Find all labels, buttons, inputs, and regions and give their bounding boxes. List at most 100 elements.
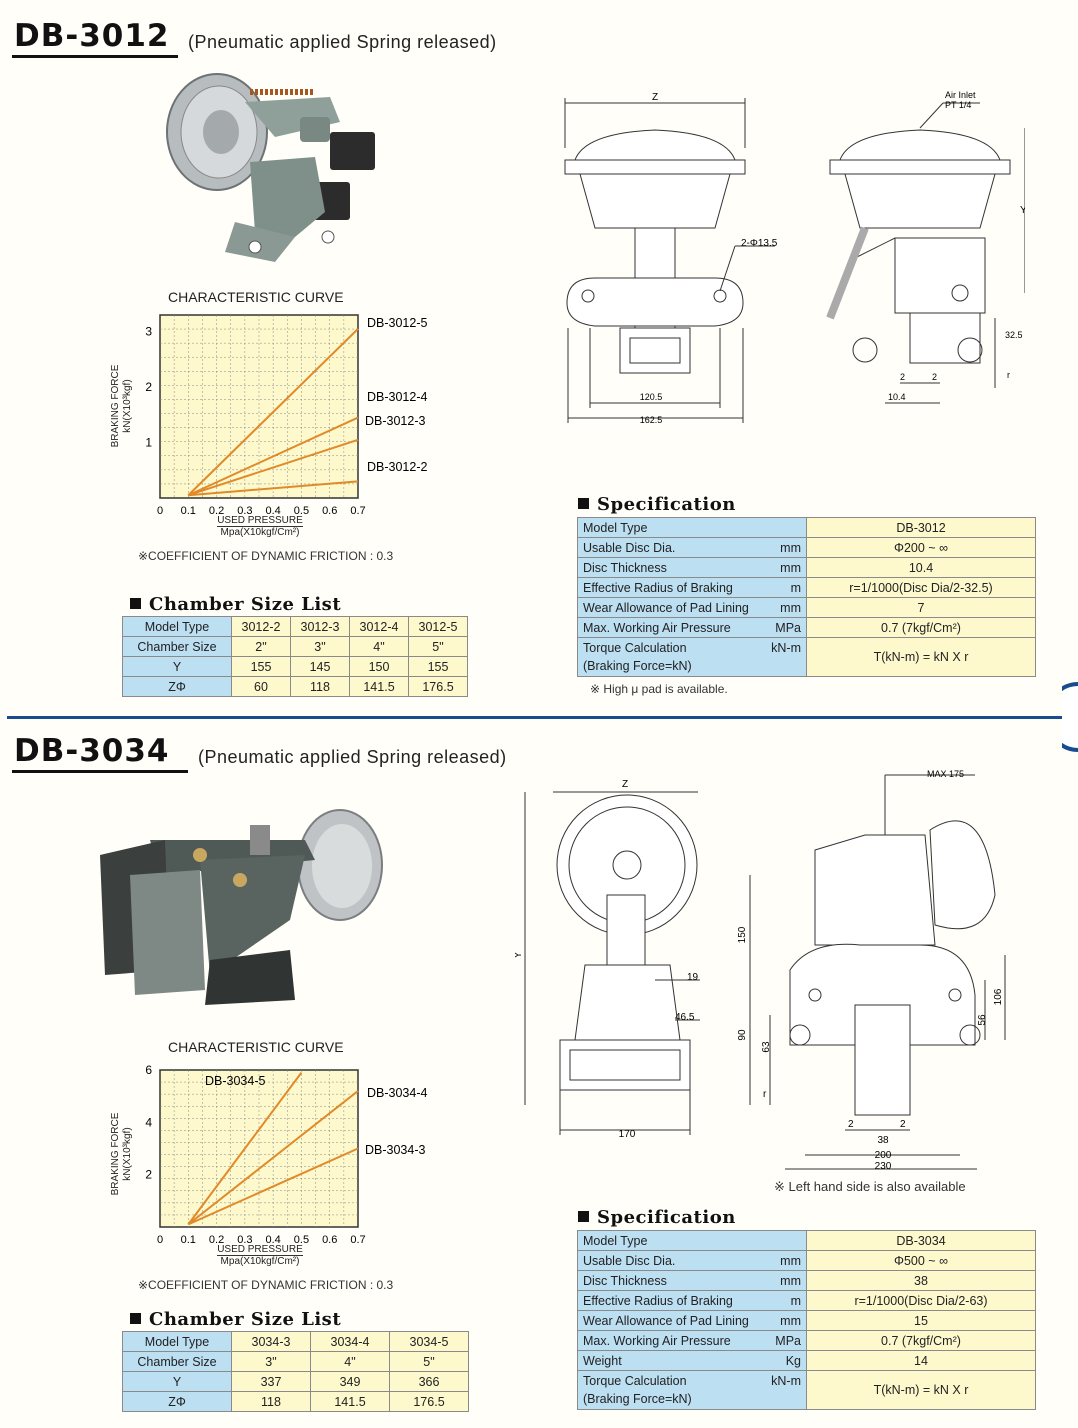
x-tick-label: 0.3 — [237, 505, 252, 517]
dim-hole-label: 2-Φ13.5 — [741, 238, 778, 249]
series-line — [187, 438, 359, 497]
table-row: Y 337 349 366 — [122, 1371, 469, 1392]
spec-unit: mm — [780, 1273, 801, 1288]
spec-label: (Braking Force=kN) — [583, 659, 692, 673]
x-axis-label-line1: USED PRESSURE — [217, 1244, 303, 1256]
y-tick-label: 2 — [145, 380, 152, 394]
chamber-size-title: Chamber Size List — [130, 594, 341, 615]
y-tick-label: 6 — [145, 1063, 152, 1077]
table-cell: 141.5 — [310, 1391, 390, 1412]
x-axis-label: USED PRESSURE Mpa(X10kgf/Cm²) — [205, 1244, 315, 1267]
model-title-db3034: DB-3034 — [14, 733, 170, 769]
y-tick-label: 2 — [145, 1168, 152, 1182]
table-cell: 155 — [231, 656, 291, 677]
dim-38-label: 38 — [877, 1135, 889, 1146]
square-bullet-icon — [578, 1211, 589, 1222]
model-subtitle: (Pneumatic applied Spring released) — [198, 747, 507, 767]
chamber-size-table-db3012: Model Type 3012-2 3012-3 3012-4 3012-5 C… — [122, 616, 468, 697]
table-cell: 60 — [231, 676, 291, 697]
spec-value: 10.4 — [806, 557, 1036, 578]
dim-width2-label: 162.5 — [640, 415, 663, 425]
table-cell: 3" — [231, 1351, 311, 1372]
dim-z-label: Z — [622, 779, 628, 790]
spec-label: Wear Allowance of Pad Lining — [583, 1313, 749, 1328]
table-cell: Chamber Size — [122, 636, 232, 657]
y-tick-label: 3 — [145, 325, 152, 339]
table-cell: ZΦ — [122, 676, 232, 697]
dim-2b-label: 2 — [932, 372, 937, 382]
spec-value: T(kN-m) = kN X r — [806, 637, 1036, 677]
spec-value: 0.7 (7kgf/Cm²) — [806, 1330, 1036, 1351]
dim-y-label: Y — [515, 951, 524, 958]
spec-value: T(kN-m) = kN X r — [806, 1370, 1036, 1410]
spec-label: Effective Radius of Braking — [583, 1293, 733, 1308]
x-axis-label: USED PRESSURE Mpa(X10kgf/Cm²) — [205, 515, 315, 538]
technical-drawing-db3012: Z 2-Φ13.5 120.5 162.5 Air Inlet PT 1/4 Y… — [564, 90, 1025, 425]
dim-46-5-label: 46.5 — [675, 1012, 695, 1023]
dim-z-label: Z — [652, 92, 658, 103]
square-bullet-icon — [130, 598, 141, 609]
series-label: DB-3012-3 — [365, 414, 425, 428]
table-cell: 3012-3 — [290, 616, 350, 637]
spec-value: 38 — [806, 1270, 1036, 1291]
table-cell: 3012-4 — [349, 616, 409, 637]
series-line — [187, 1090, 359, 1226]
series-label: DB-3034-5 — [205, 1074, 265, 1088]
spec-label: Torque Calculation — [583, 641, 687, 655]
series-line — [187, 416, 359, 497]
table-cell: Y — [122, 656, 232, 677]
series-label: DB-3012-2 — [367, 460, 427, 474]
dim-2a-label: 2 — [848, 1119, 854, 1130]
x-tick-label: 0.5 — [294, 505, 309, 517]
x-axis-label-line2: Mpa(X10kgf/Cm²) — [220, 1256, 300, 1267]
dim-90-label: 90 — [737, 1029, 748, 1041]
dim-r-label: r — [763, 1089, 767, 1100]
spec-label-cell: Usable Disc Dia.mm — [577, 1250, 807, 1271]
table-row: Chamber Size 2" 3" 4" 5" — [122, 636, 468, 657]
spec-label: Model Type — [583, 520, 648, 535]
table-cell: 5" — [408, 636, 468, 657]
chart-grid — [159, 314, 359, 499]
x-tick-label: 0.6 — [322, 505, 337, 517]
spec-label: Weight — [583, 1353, 622, 1368]
square-bullet-icon — [578, 498, 589, 509]
y-axis-label-line1: BRAKING FORCE — [110, 364, 121, 448]
series-label: DB-3034-3 — [365, 1143, 425, 1157]
table-cell: 118 — [290, 676, 350, 697]
spec-label: Wear Allowance of Pad Lining — [583, 600, 749, 615]
chamber-size-title: Chamber Size List — [130, 1309, 341, 1330]
spec-unit: kN-m — [771, 1374, 801, 1388]
spec-unit: m — [790, 580, 801, 595]
spec-value: DB-3012 — [806, 517, 1036, 538]
chamber-size-table-db3034: Model Type 3034-3 3034-4 3034-5 Chamber … — [122, 1331, 469, 1412]
specification-title-text: Specification — [597, 494, 736, 515]
product-photo-db3034 — [90, 800, 395, 1005]
dim-19-label: 19 — [687, 972, 699, 983]
table-cell: 3034-4 — [310, 1331, 390, 1352]
dim-width1-label: 120.5 — [640, 392, 663, 402]
table-cell: 3012-2 — [231, 616, 291, 637]
spec-label: Max. Working Air Pressure — [583, 620, 731, 635]
title-underline — [12, 770, 188, 773]
y-tick-label: 4 — [145, 1115, 152, 1129]
dim-y-label: Y — [1020, 205, 1025, 216]
x-tick-label: 0.7 — [350, 1234, 365, 1246]
spec-label-cell: Usable Disc Dia.mm — [577, 537, 807, 558]
air-inlet-size-label: PT 1/4 — [945, 100, 971, 110]
table-row: ZΦ 60 118 141.5 176.5 — [122, 676, 468, 697]
dim-max-175-label: MAX 175 — [927, 769, 964, 779]
x-tick-label: 0.6 — [322, 1234, 337, 1246]
